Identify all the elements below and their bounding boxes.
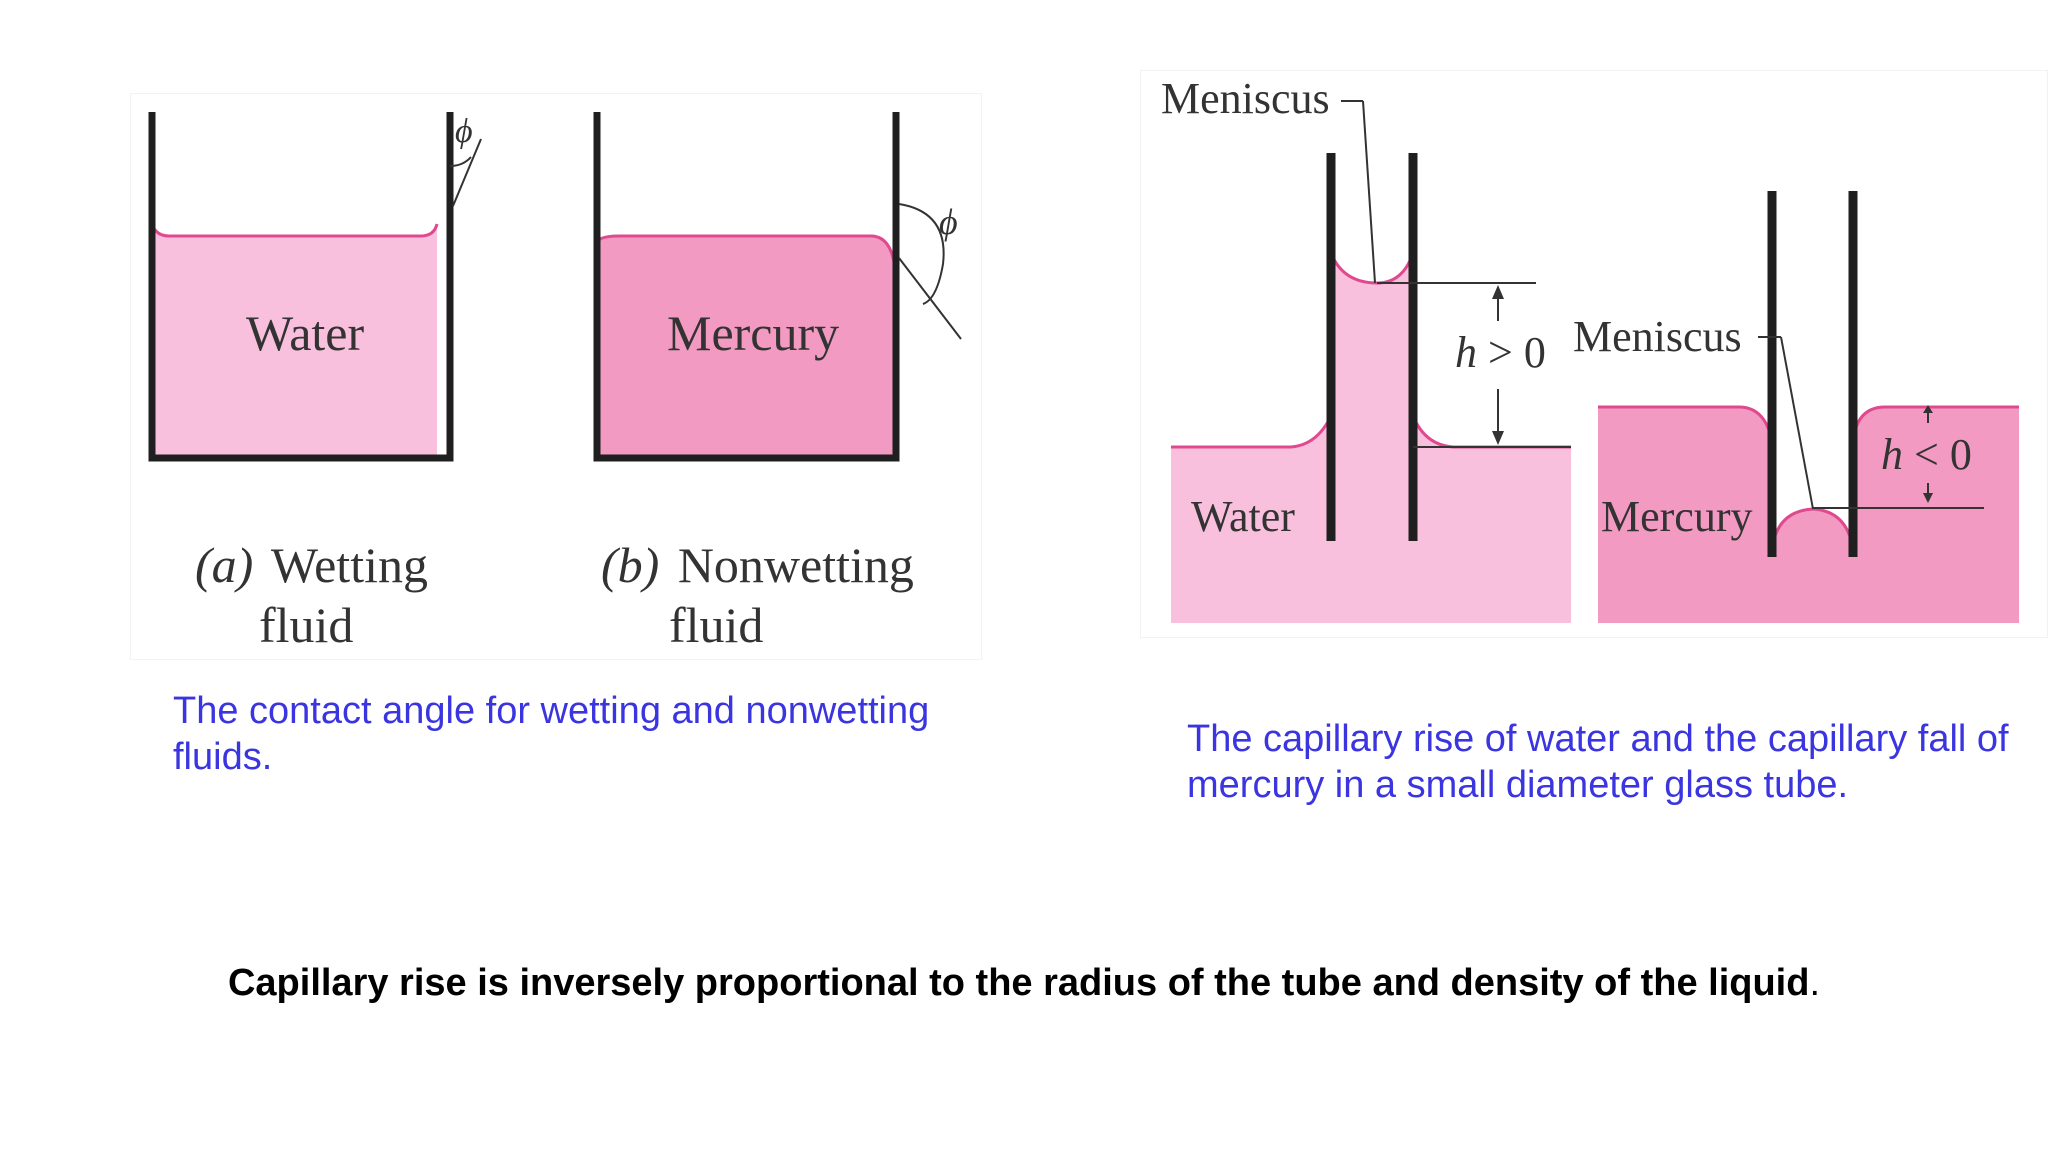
water-angle-arc — [449, 156, 472, 167]
footer-statement: Capillary rise is inversely proportional… — [0, 962, 2048, 1005]
part-a-line2: fluid — [259, 597, 353, 653]
footer-statement-text: Capillary rise is inversely proportional… — [227, 962, 1810, 1004]
capillary-caption: The capillary rise of water and the capi… — [1187, 718, 2009, 806]
water-angle-symbol: ϕ — [455, 113, 473, 150]
fall-relation: < 0 — [1914, 430, 1972, 479]
water-meniscus-pointer — [1362, 100, 1376, 284]
part-a-letter: (a) — [195, 537, 253, 593]
contact-angle-figure: ϕ Water ϕ Mercury (a) Wetting fluid (b) … — [130, 93, 982, 660]
part-b-line1: Nonwetting — [678, 537, 914, 593]
mercury-column — [1772, 509, 1853, 623]
rise-label: h > 0 — [1455, 328, 1546, 377]
water-column — [1331, 253, 1413, 451]
contact-angle-diagram: ϕ Water ϕ Mercury (a) Wetting fluid (b) … — [148, 112, 962, 653]
water-reservoir-right — [1171, 416, 1571, 623]
footer-period: . — [1809, 962, 1821, 1004]
meniscus-label-mercury: Meniscus — [1573, 312, 1742, 361]
capillary-figure: Meniscus h > 0 Water Meniscus — [1140, 70, 2048, 638]
mercury-liquid — [597, 236, 894, 456]
rise-arrow-up-head — [1492, 285, 1504, 299]
part-b-letter: (b) — [601, 537, 659, 593]
rise-arrow-down-head — [1492, 431, 1504, 445]
water-surface-right — [1411, 415, 1571, 449]
water-tangent-line — [452, 138, 482, 207]
mercury-angle-arc — [898, 203, 945, 305]
water-liquid — [152, 224, 437, 456]
part-b-label: (b) Nonwetting — [601, 537, 914, 593]
capillary-diagram: Meniscus h > 0 Water Meniscus — [1161, 74, 2019, 623]
mercury-label-capillary: Mercury — [1601, 492, 1753, 541]
mercury-reservoir-right — [1772, 407, 2019, 623]
mercury-container-walls — [593, 112, 900, 462]
water-label-capillary: Water — [1191, 492, 1295, 541]
mercury-meniscus-pointer — [1780, 336, 1814, 510]
water-surface — [150, 223, 439, 238]
fall-arrow-up-head — [1923, 493, 1933, 503]
rise-h: h — [1455, 328, 1477, 377]
mercury-reservoir — [1598, 407, 1772, 623]
meniscus-label-water: Meniscus — [1161, 74, 1330, 123]
water-surface-left — [1171, 415, 1333, 449]
fall-arrow-down-head — [1923, 405, 1933, 413]
water-label: Water — [246, 305, 364, 361]
part-a-label: (a) Wetting — [195, 537, 428, 593]
part-b-line2: fluid — [669, 597, 763, 653]
rise-relation: > 0 — [1488, 328, 1546, 377]
mercury-angle-symbol: ϕ — [939, 202, 958, 242]
water-reservoir — [1171, 416, 1331, 553]
water-container-walls — [148, 112, 454, 462]
fall-label: h < 0 — [1881, 430, 1972, 479]
contact-angle-caption: The contact angle for wetting and nonwet… — [173, 690, 930, 778]
fall-h: h — [1881, 430, 1903, 479]
part-a-line1: Wetting — [271, 537, 428, 593]
mercury-label: Mercury — [667, 305, 839, 361]
